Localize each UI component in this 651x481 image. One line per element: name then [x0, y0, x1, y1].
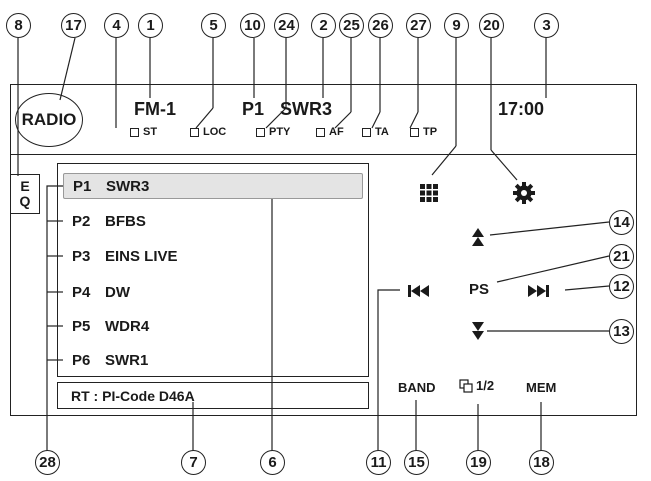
preset-item-name: DW	[105, 283, 130, 301]
preset-item[interactable]: P3 EINS LIVE	[63, 243, 363, 269]
callout-26: 26	[368, 13, 393, 38]
preset-item[interactable]: P4 DW	[63, 279, 363, 305]
callout-14: 14	[609, 210, 634, 235]
gear-icon[interactable]	[512, 181, 536, 210]
callout-15: 15	[404, 450, 429, 475]
callout-17: 17	[61, 13, 86, 38]
callout-13: 13	[609, 319, 634, 344]
callout-27: 27	[406, 13, 431, 38]
callout-28: 28	[35, 450, 60, 475]
ta-indicator: TA	[362, 126, 389, 138]
preset-item-name: SWR3	[106, 177, 150, 195]
up-arrow-icon[interactable]	[472, 228, 484, 253]
preset-item[interactable]: P6 SWR1	[63, 347, 363, 373]
preset-item-number: P6	[72, 351, 91, 369]
pty-indicator: PTY	[256, 126, 290, 138]
callout-20: 20	[479, 13, 504, 38]
callout-10: 10	[240, 13, 265, 38]
band-button[interactable]: BAND	[398, 380, 436, 395]
callout-3: 3	[534, 13, 559, 38]
af-indicator: AF	[316, 126, 344, 138]
callout-12: 12	[609, 274, 634, 299]
pty-checkbox	[256, 127, 265, 137]
tp-indicator: TP	[410, 126, 437, 138]
down-arrow-icon[interactable]	[472, 322, 484, 347]
loc-indicator: LOC	[190, 126, 226, 138]
preset-item[interactable]: P5 WDR4	[63, 313, 363, 339]
grid-icon[interactable]	[420, 184, 438, 207]
callout-8: 8	[6, 13, 31, 38]
ta-checkbox	[362, 127, 371, 137]
af-label: AF	[329, 126, 344, 138]
callout-9: 9	[444, 13, 469, 38]
callout-5: 5	[201, 13, 226, 38]
page-button[interactable]: 1/2	[459, 378, 494, 393]
preset-item-number: P2	[72, 212, 91, 230]
callout-4: 4	[104, 13, 129, 38]
st-checkbox	[130, 127, 139, 137]
preset-item[interactable]: P1 SWR3	[63, 173, 363, 199]
loc-checkbox	[190, 127, 199, 137]
st-indicator: ST	[130, 126, 157, 138]
display-frame	[10, 84, 637, 416]
mem-button[interactable]: MEM	[526, 380, 557, 395]
skip-back-icon[interactable]	[408, 284, 430, 302]
preset-item-number: P5	[72, 317, 91, 335]
callout-18: 18	[529, 450, 554, 475]
eq-label-line1: E	[20, 178, 30, 194]
pages-icon	[459, 378, 473, 393]
clock: 17:00	[498, 99, 545, 119]
preset-item-name: EINS LIVE	[105, 247, 178, 265]
st-label: ST	[143, 126, 158, 138]
ta-label: TA	[375, 126, 389, 138]
eq-button[interactable]: E Q	[10, 174, 40, 214]
tp-checkbox	[410, 127, 419, 137]
preset-list	[57, 163, 369, 377]
preset-item-number: P3	[72, 247, 91, 265]
eq-label-line2: Q	[19, 193, 31, 209]
callout-11: 11	[366, 450, 391, 475]
callout-7: 7	[181, 450, 206, 475]
station-name: SWR3	[280, 99, 333, 119]
ps-button[interactable]: PS	[469, 281, 490, 298]
af-checkbox	[316, 127, 325, 137]
preset-item-number: P1	[73, 177, 92, 195]
callout-24: 24	[274, 13, 299, 38]
page-label: 1/2	[476, 378, 495, 393]
skip-forward-icon[interactable]	[528, 284, 550, 302]
radio-source-button[interactable]: RADIO	[15, 93, 83, 147]
preset-item-name: BFBS	[105, 212, 146, 230]
preset-item[interactable]: P2 BFBS	[63, 208, 363, 234]
callout-1: 1	[138, 13, 163, 38]
band-label: FM-1	[134, 99, 176, 119]
callout-6: 6	[260, 450, 285, 475]
loc-label: LOC	[203, 126, 227, 138]
header-divider	[10, 154, 637, 155]
radio-text: RT : PI-Code D46A	[71, 387, 195, 404]
preset-number: P1	[242, 99, 265, 119]
callout-19: 19	[466, 450, 491, 475]
callout-2: 2	[311, 13, 336, 38]
preset-item-name: SWR1	[105, 351, 149, 369]
radio-source-label: RADIO	[21, 110, 77, 129]
callout-25: 25	[339, 13, 364, 38]
tp-label: TP	[423, 126, 438, 138]
preset-item-number: P4	[72, 283, 91, 301]
callout-21: 21	[609, 244, 634, 269]
preset-item-name: WDR4	[105, 317, 150, 335]
pty-label: PTY	[269, 126, 291, 138]
radio-text-bar: RT : PI-Code D46A	[57, 382, 369, 409]
